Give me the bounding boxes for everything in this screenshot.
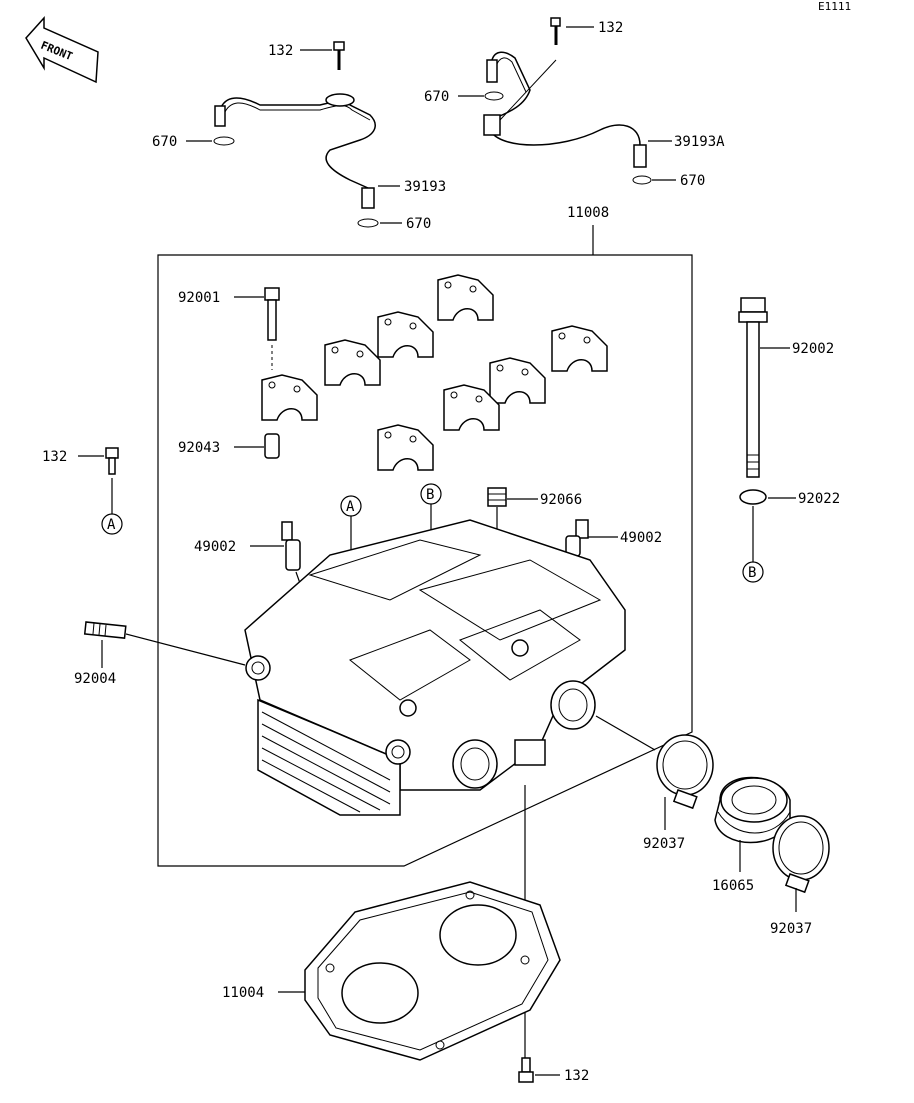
camshaft-caps-drawing (261, 274, 608, 471)
cylinder-head-drawing (244, 519, 626, 816)
part-92037-right: 92037 (770, 921, 812, 937)
gasket-11004-drawing (304, 881, 561, 1061)
callout-b-head-label: B (426, 487, 434, 503)
front-arrow-icon: FRONT (25, 16, 99, 84)
part-132-left: 132 (42, 449, 67, 465)
holder-16065-drawing (714, 776, 791, 844)
callout-b-right (742, 561, 764, 583)
part-92002: 92002 (792, 341, 834, 357)
callout-a-head-label: A (346, 499, 355, 515)
washer-92022-drawing (739, 489, 767, 505)
part-39193a: 39193A (674, 134, 725, 150)
stud-92004-drawing (83, 621, 127, 639)
bolt-92001-drawing (264, 287, 280, 370)
part-132-bottom: 132 (564, 1068, 589, 1084)
callout-a-left-label: A (107, 517, 116, 533)
part-132-top-left: 132 (268, 43, 293, 59)
dowel-92043-drawing (264, 433, 280, 459)
callout-a-left (101, 513, 123, 535)
part-49002-left: 49002 (194, 539, 236, 555)
part-11004: 11004 (222, 985, 264, 1001)
oil-pipe-39193-drawing (213, 41, 379, 228)
fitting-49002-left-drawing (281, 521, 301, 571)
clamp-92037-right-drawing (772, 815, 830, 894)
part-670-right-1: 670 (424, 89, 449, 105)
oil-pipe-39193a-drawing (483, 17, 652, 185)
diagram-code: E1111 (818, 0, 851, 13)
assembly-frame (157, 254, 693, 867)
part-132-top-right: 132 (598, 20, 623, 36)
part-92004: 92004 (74, 671, 116, 687)
part-16065: 16065 (712, 878, 754, 894)
part-92043: 92043 (178, 440, 220, 456)
part-92066: 92066 (540, 492, 582, 508)
clamp-92037-left-drawing (656, 734, 714, 810)
part-92037-left: 92037 (643, 836, 685, 852)
fitting-49002-right-drawing (565, 519, 589, 557)
part-92001: 92001 (178, 290, 220, 306)
callout-b-right-label: B (748, 565, 756, 581)
plug-92066-drawing (487, 487, 507, 507)
bolt-92002-drawing (738, 297, 768, 478)
part-670-right-2: 670 (680, 173, 705, 189)
part-92022: 92022 (798, 491, 840, 507)
part-39193: 39193 (404, 179, 446, 195)
part-49002-right: 49002 (620, 530, 662, 546)
part-11008: 11008 (567, 205, 609, 221)
bolt-132-bottom-drawing (518, 1057, 534, 1083)
part-670-left-2: 670 (406, 216, 431, 232)
part-670-left-1: 670 (152, 134, 177, 150)
bolt-132-left-drawing (105, 447, 119, 475)
